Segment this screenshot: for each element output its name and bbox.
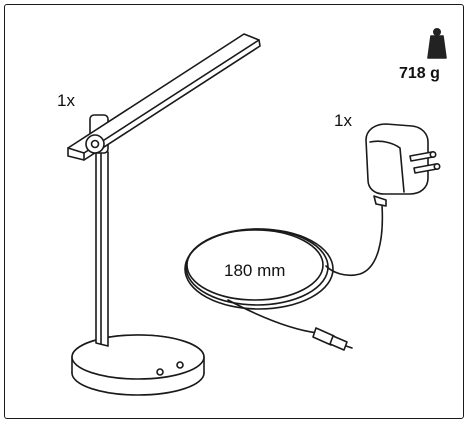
cable-drawing	[184, 204, 384, 351]
cable-length: 180 mm	[224, 261, 286, 280]
power-adapter-drawing	[365, 123, 441, 207]
weight-icon	[427, 27, 447, 59]
lamp-quantity: 1x	[57, 91, 75, 110]
weight-value: 718 g	[399, 65, 440, 82]
adapter-quantity: 1x	[334, 111, 352, 130]
desk-lamp-drawing	[67, 33, 261, 396]
